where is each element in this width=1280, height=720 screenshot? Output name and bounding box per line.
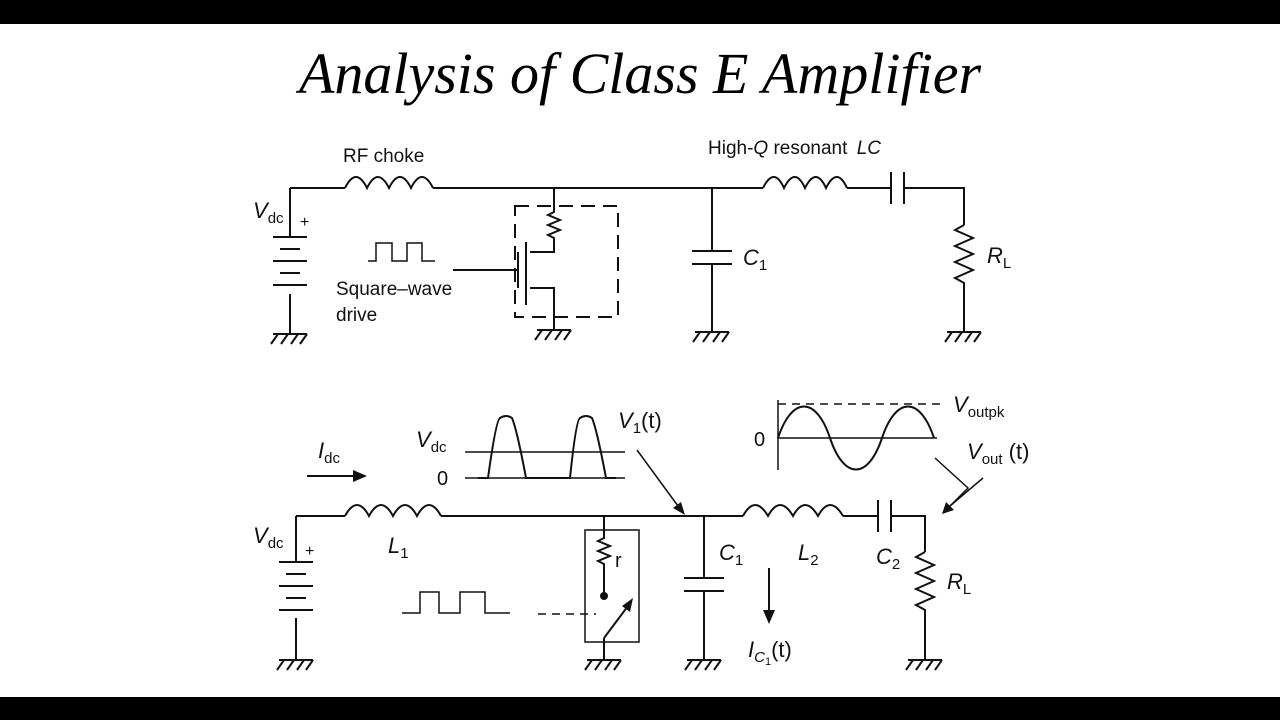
top-rf-choke-label: RF choke	[343, 146, 424, 167]
bottom-wave-vdc-label: Vdc	[416, 427, 447, 456]
bottom-battery	[279, 561, 313, 611]
bottom-r-resistor	[595, 516, 613, 594]
bottom-square-wave-icon	[402, 591, 510, 614]
top-ground-load	[944, 331, 982, 343]
bottom-vout-arrow-a	[934, 457, 970, 507]
top-rf-choke-inductor	[344, 176, 434, 191]
bottom-circuit: Idc Vdc + L1 Vdc 0 V1(t) 0 Voutpk Vout (…	[253, 392, 1029, 671]
slide-title: Analysis of Class E Amplifier	[298, 41, 982, 106]
bottom-vout-waveform	[777, 405, 935, 471]
top-square-wave-label-1: Square–wave	[336, 279, 452, 300]
top-resonant-inductor	[762, 176, 848, 191]
bottom-rl-label: RL	[947, 569, 971, 598]
bottom-v1-arrow	[636, 449, 679, 507]
top-resonant-capacitor	[890, 172, 905, 204]
bottom-c2-capacitor	[877, 500, 892, 532]
bottom-c1-capacitor	[684, 577, 724, 592]
bottom-vout-axes	[777, 400, 937, 470]
slide-canvas	[0, 24, 1280, 697]
top-battery	[273, 236, 307, 286]
bottom-ic1-label: IC1(t)	[748, 637, 792, 668]
bottom-v1-label: V1(t)	[618, 408, 662, 437]
letterbox-top	[0, 0, 1280, 24]
bottom-ground-load	[905, 659, 943, 671]
bottom-wave-zero-label: 0	[437, 468, 448, 490]
top-wire	[904, 187, 965, 225]
top-rl-label: RL	[987, 243, 1011, 272]
bottom-vout-zero-label: 0	[754, 429, 765, 451]
top-square-wave-label-2: drive	[336, 305, 377, 326]
letterbox-bottom	[0, 697, 1280, 720]
bottom-switch-box	[584, 529, 640, 643]
top-transistor-gate	[453, 252, 519, 288]
top-square-wave-icon	[368, 242, 435, 262]
bottom-c1-label: C1	[719, 540, 743, 569]
top-load-resistor	[952, 224, 976, 332]
top-drain-resistor	[530, 188, 563, 253]
bottom-vout-label: Vout (t)	[967, 439, 1029, 468]
bottom-load-resistor	[913, 551, 937, 660]
top-ground-c1	[692, 331, 730, 343]
bottom-voutpk-label: Voutpk	[953, 392, 1005, 421]
bottom-l2-label: L2	[798, 540, 819, 569]
bottom-battery-plus: +	[305, 543, 314, 560]
top-circuit: RF choke High-Q resonant LC Vdc + Square…	[253, 138, 1011, 345]
bottom-v1-waveform	[478, 415, 616, 479]
bottom-idc-label: Idc	[318, 438, 340, 467]
top-transistor-source	[530, 287, 555, 330]
bottom-switch-contact	[600, 592, 608, 600]
top-ground-transistor	[534, 329, 572, 341]
bottom-v1-arrowhead	[673, 502, 685, 515]
bottom-ground-c1	[684, 659, 722, 671]
top-c1-capacitor	[692, 250, 732, 265]
bottom-vout-arrowhead	[942, 502, 954, 514]
bottom-wire	[891, 515, 926, 552]
top-c1-label: C1	[743, 245, 767, 274]
top-vdc-label: Vdc	[253, 198, 284, 227]
bottom-ground-switch	[584, 659, 622, 671]
top-resonant-label: High-Q resonant LC	[708, 138, 881, 159]
bottom-switch-arrowhead	[622, 598, 633, 612]
bottom-c2-label: C2	[876, 544, 900, 573]
bottom-l2-inductor	[742, 504, 844, 519]
bottom-r-label: r	[615, 550, 622, 572]
bottom-ground-battery	[276, 659, 314, 671]
bottom-ic1-arrowhead	[763, 610, 775, 624]
bottom-vout-arrow-b	[949, 477, 984, 507]
bottom-idc-arrowhead	[353, 470, 367, 482]
top-switch-dashed-box	[514, 205, 619, 318]
bottom-switch-blade	[603, 605, 629, 639]
bottom-l1-label: L1	[388, 533, 409, 562]
top-ground-battery	[270, 333, 308, 345]
top-battery-plus: +	[300, 214, 309, 231]
bottom-l1-inductor	[344, 504, 442, 519]
bottom-vdc-label: Vdc	[253, 523, 284, 552]
